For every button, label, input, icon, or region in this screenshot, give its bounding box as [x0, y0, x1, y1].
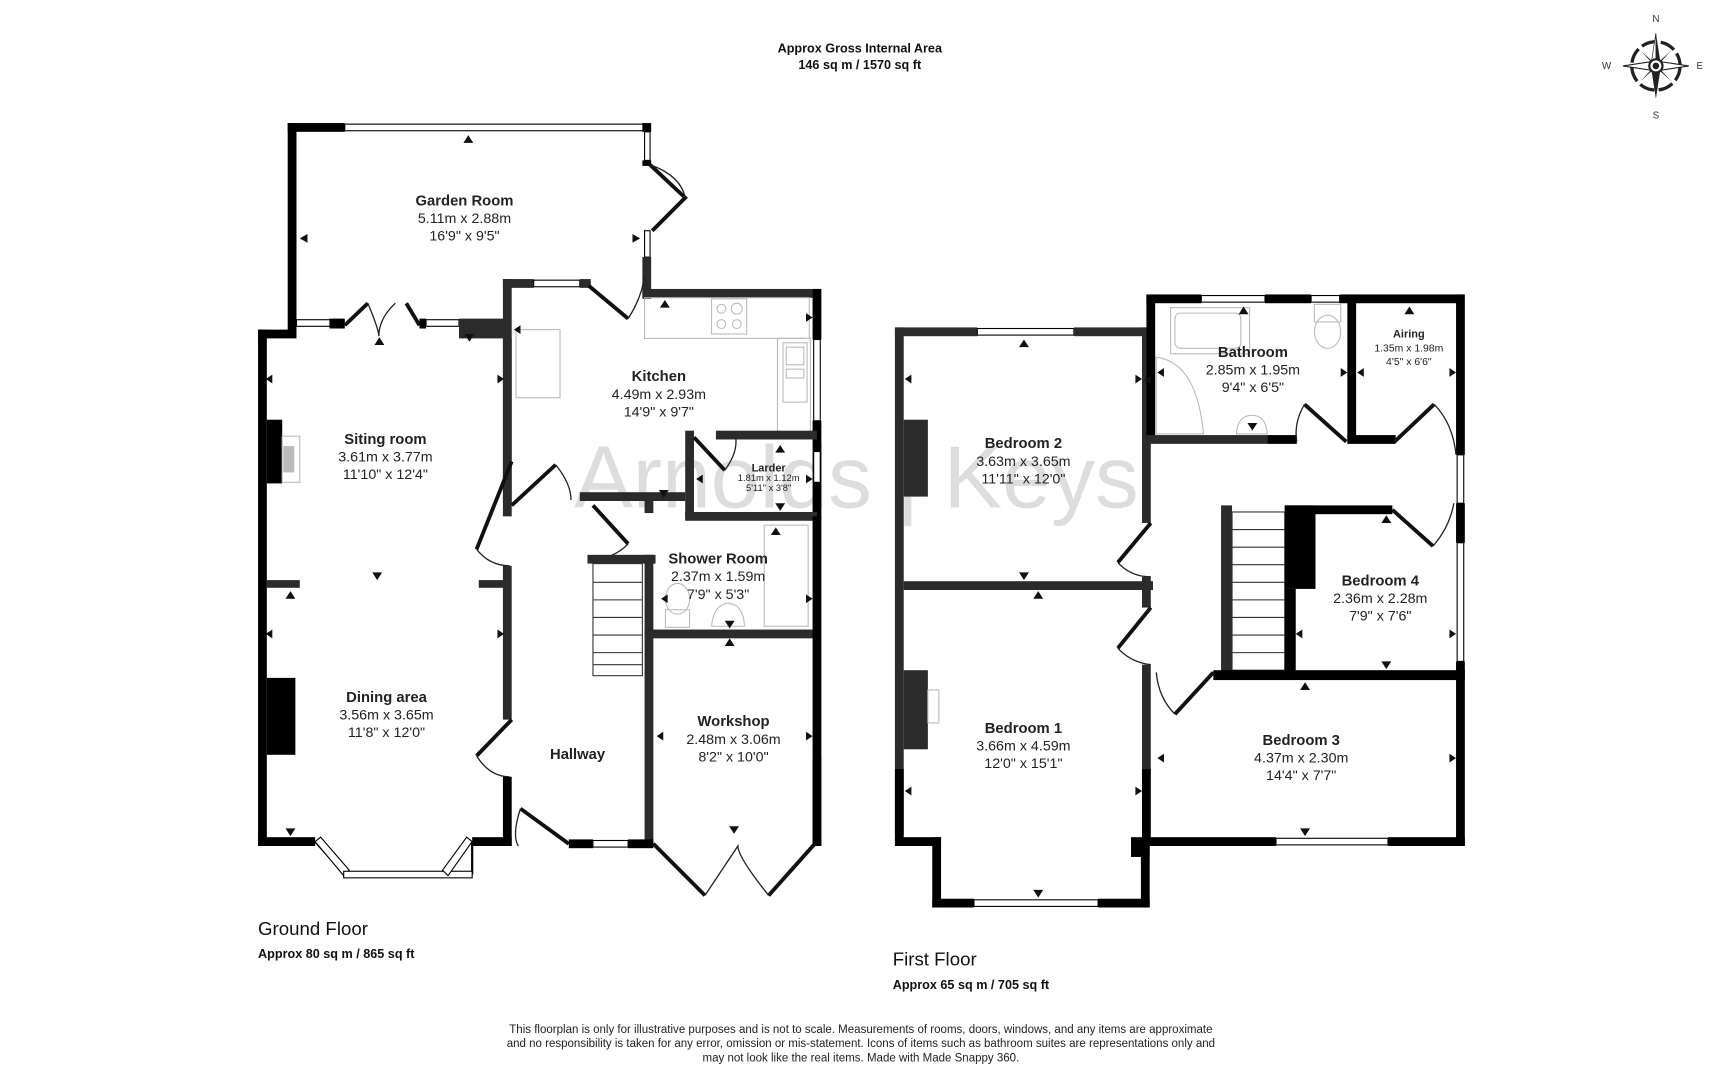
dimension-arrows-ground	[265, 135, 813, 837]
svg-text:Siting room: Siting room	[344, 432, 426, 448]
room-bathroom: Bathroom 2.85m x 1.95m 9'4" x 6'5"	[1206, 345, 1300, 396]
room-kitchen: Kitchen 4.49m x 2.93m 14'9" x 9'7"	[612, 369, 706, 420]
svg-text:and no responsibility is taken: and no responsibility is taken for any e…	[507, 1038, 1215, 1050]
dimension-arrows-first	[904, 306, 1457, 898]
svg-text:1.81m x 1.12m: 1.81m x 1.12m	[738, 473, 800, 483]
svg-text:Bathroom: Bathroom	[1218, 345, 1288, 361]
svg-text:This floorplan is only for ill: This floorplan is only for illustrative …	[509, 1024, 1212, 1036]
svg-text:4'5" x 6'6": 4'5" x 6'6"	[1386, 357, 1432, 368]
svg-text:Bedroom 1: Bedroom 1	[985, 721, 1062, 737]
compass-icon: N S E W	[1602, 14, 1704, 122]
first-floor-label: First Floor	[893, 949, 977, 970]
basin-icon	[710, 602, 746, 627]
first-floor-plan: Bathroom 2.85m x 1.95m 9'4" x 6'5" Airin…	[893, 294, 1465, 992]
toilet-icon	[1313, 303, 1342, 349]
svg-text:14'4" x 7'7": 14'4" x 7'7"	[1266, 768, 1336, 784]
svg-text:2.48m x 3.06m: 2.48m x 3.06m	[686, 732, 780, 748]
svg-text:may not look like the real ite: may not look like the real items. Made w…	[703, 1052, 1020, 1064]
svg-text:11'10" x 12'4": 11'10" x 12'4"	[343, 467, 428, 483]
svg-text:3.63m x 3.65m: 3.63m x 3.65m	[976, 454, 1070, 470]
room-garden-room: Garden Room 5.11m x 2.88m 16'9" x 9'5"	[416, 193, 514, 244]
svg-text:Bedroom 4: Bedroom 4	[1342, 574, 1420, 590]
svg-text:2.37m x 1.59m: 2.37m x 1.59m	[671, 569, 765, 585]
svg-text:Shower Room: Shower Room	[668, 552, 768, 568]
svg-text:Bedroom 2: Bedroom 2	[985, 436, 1062, 452]
ground-floor-plan: Garden Room 5.11m x 2.88m 16'9" x 9'5" K…	[258, 123, 822, 961]
svg-text:3.66m x 4.59m: 3.66m x 4.59m	[976, 738, 1070, 754]
watermark: Arnolds | Keys	[574, 428, 1139, 527]
ground-floor-area: Approx 80 sq m / 865 sq ft	[258, 947, 415, 961]
room-larder: Larder 1.81m x 1.12m 5'11" x 3'8"	[738, 462, 800, 493]
svg-text:Workshop: Workshop	[697, 714, 769, 730]
room-dining-area: Dining area 3.56m x 3.65m 11'8" x 12'0"	[339, 690, 433, 741]
gross-area-value: 146 sq m / 1570 sq ft	[798, 58, 922, 72]
svg-text:2.85m x 1.95m: 2.85m x 1.95m	[1206, 363, 1300, 379]
room-hallway: Hallway	[550, 747, 606, 763]
svg-text:4.37m x 2.30m: 4.37m x 2.30m	[1254, 750, 1348, 766]
svg-text:8'2" x 10'0": 8'2" x 10'0"	[698, 749, 768, 765]
svg-text:Kitchen: Kitchen	[632, 369, 686, 385]
svg-text:Garden Room: Garden Room	[416, 193, 514, 209]
room-airing: Airing 1.35m x 1.98m 4'5" x 6'6"	[1374, 328, 1443, 367]
hob-icon	[711, 298, 748, 335]
svg-text:7'9" x 7'6": 7'9" x 7'6"	[1349, 609, 1411, 625]
compass-w: W	[1602, 61, 1612, 72]
room-bedroom-2: Bedroom 2 3.63m x 3.65m 11'11" x 12'0"	[976, 436, 1070, 487]
svg-text:Airing: Airing	[1393, 328, 1425, 340]
compass-e: E	[1697, 61, 1704, 72]
svg-text:9'4" x 6'5": 9'4" x 6'5"	[1222, 380, 1284, 396]
svg-text:2.36m x 2.28m: 2.36m x 2.28m	[1333, 591, 1427, 607]
compass-n: N	[1652, 14, 1659, 25]
svg-text:Hallway: Hallway	[550, 747, 606, 763]
room-bedroom-4: Bedroom 4 2.36m x 2.28m 7'9" x 7'6"	[1333, 574, 1427, 625]
svg-text:5'11" x 3'8": 5'11" x 3'8"	[746, 483, 791, 493]
room-bedroom-1: Bedroom 1 3.66m x 4.59m 12'0" x 15'1"	[976, 721, 1070, 772]
svg-text:4.49m x 2.93m: 4.49m x 2.93m	[612, 387, 706, 403]
svg-text:Larder: Larder	[752, 462, 787, 474]
svg-text:Bedroom 3: Bedroom 3	[1263, 733, 1340, 749]
svg-text:7'9" x 5'3": 7'9" x 5'3"	[687, 587, 749, 603]
svg-text:11'8" x 12'0": 11'8" x 12'0"	[348, 725, 425, 741]
svg-text:1.35m x 1.98m: 1.35m x 1.98m	[1374, 344, 1443, 355]
compass-s: S	[1653, 111, 1660, 122]
svg-text:5.11m x 2.88m: 5.11m x 2.88m	[418, 211, 511, 227]
room-shower-room: Shower Room 2.37m x 1.59m 7'9" x 5'3"	[668, 552, 768, 603]
svg-text:3.61m x 3.77m: 3.61m x 3.77m	[338, 449, 432, 465]
disclaimer: This floorplan is only for illustrative …	[507, 1024, 1215, 1065]
room-bedroom-3: Bedroom 3 4.37m x 2.30m 14'4" x 7'7"	[1254, 733, 1348, 784]
svg-text:11'11" x 12'0": 11'11" x 12'0"	[981, 471, 1065, 487]
svg-text:12'0" x 15'1": 12'0" x 15'1"	[984, 756, 1062, 772]
first-floor-area: Approx 65 sq m / 705 sq ft	[893, 978, 1050, 992]
room-sitting-room: Siting room 3.61m x 3.77m 11'10" x 12'4"	[338, 432, 432, 483]
svg-text:Dining area: Dining area	[346, 690, 427, 706]
sink-icon	[782, 342, 808, 403]
svg-text:3.56m x 3.65m: 3.56m x 3.65m	[339, 708, 433, 724]
ground-floor-label: Ground Floor	[258, 918, 368, 939]
first-stairs	[1231, 511, 1286, 671]
gross-area-title: Approx Gross Internal Area	[778, 42, 943, 56]
svg-text:14'9" x 9'7": 14'9" x 9'7"	[624, 404, 694, 420]
svg-text:16'9" x 9'5": 16'9" x 9'5"	[429, 229, 499, 245]
ground-stairs	[592, 563, 643, 677]
room-workshop: Workshop 2.48m x 3.06m 8'2" x 10'0"	[686, 714, 780, 765]
